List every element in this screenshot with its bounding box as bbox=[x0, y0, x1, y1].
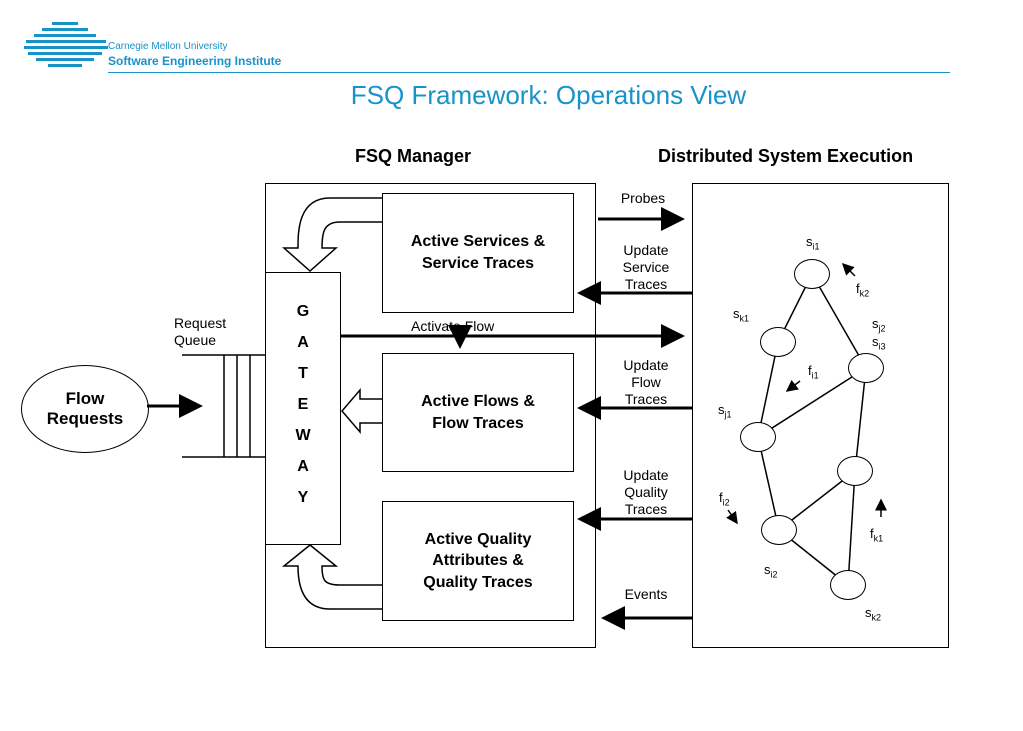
gateway-box: G A T E W A Y bbox=[265, 272, 341, 545]
gateway-letter: A bbox=[297, 458, 309, 475]
gateway-letter: T bbox=[298, 365, 308, 382]
sei-logo bbox=[24, 22, 108, 67]
page-title: FSQ Framework: Operations View bbox=[350, 80, 747, 110]
label-si1: si1 bbox=[806, 234, 820, 252]
gateway-letter: Y bbox=[297, 489, 309, 506]
label-sk1: sk1 bbox=[733, 306, 750, 324]
service-node-sj1 bbox=[740, 422, 776, 452]
activate-flow-label: Activate Flow bbox=[411, 318, 495, 334]
service-node-si2 bbox=[761, 515, 797, 545]
gateway-letter: W bbox=[295, 427, 311, 444]
gateway-letter: G bbox=[296, 303, 310, 320]
service-node-sk2 bbox=[830, 570, 866, 600]
service-node-sk1 bbox=[760, 327, 796, 357]
label-fi1: fi1 bbox=[808, 363, 819, 381]
label-sj2: sj2 bbox=[872, 316, 886, 334]
gateway-letter: E bbox=[297, 396, 309, 413]
probes-label: Probes bbox=[620, 190, 666, 206]
request-queue-shape bbox=[182, 354, 265, 458]
services-to-gateway-arrow bbox=[282, 197, 384, 273]
fk2-arrow bbox=[841, 262, 856, 277]
active-flows-box: Active Flows &Flow Traces bbox=[382, 353, 574, 472]
service-node-si3 bbox=[848, 353, 884, 383]
events-label: Events bbox=[624, 586, 668, 602]
header-rule bbox=[108, 72, 950, 73]
fi2-arrow bbox=[726, 509, 738, 525]
fi1-arrow bbox=[785, 379, 801, 392]
label-sj1: sj1 bbox=[718, 402, 732, 420]
label-sk2: sk2 bbox=[865, 605, 882, 623]
service-node-si1 bbox=[794, 259, 830, 289]
quality-to-gateway-arrow bbox=[281, 544, 384, 610]
label-si2: si2 bbox=[764, 562, 778, 580]
active-services-box: Active Services &Service Traces bbox=[382, 193, 574, 313]
gateway-letter: A bbox=[297, 334, 309, 351]
service-node-sj3 bbox=[837, 456, 873, 486]
org-institute: Software Engineering Institute bbox=[108, 54, 282, 68]
label-fk2: fk2 bbox=[856, 281, 870, 299]
label-fi2: fi2 bbox=[719, 490, 730, 508]
system-title: Distributed System Execution bbox=[658, 146, 914, 166]
label-si3: si3 bbox=[872, 334, 886, 352]
manager-title: FSQ Manager bbox=[355, 146, 472, 166]
flows-to-gateway-arrow bbox=[341, 387, 384, 435]
label-fk1: fk1 bbox=[870, 526, 884, 544]
org-university: Carnegie Mellon University bbox=[108, 41, 228, 52]
